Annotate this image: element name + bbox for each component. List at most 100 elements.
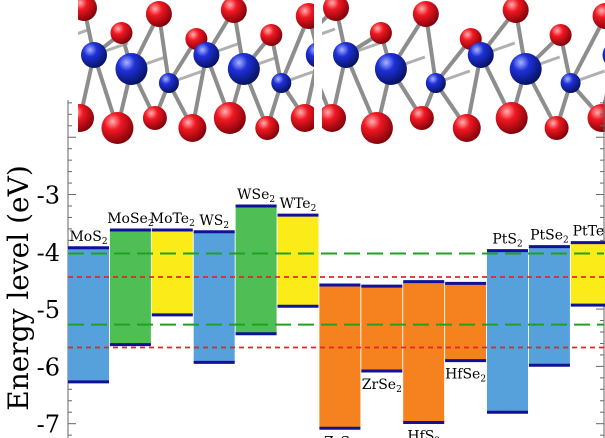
- material-subscript: 2: [223, 221, 229, 231]
- material-label: HfS2: [407, 429, 440, 438]
- material-label: PtSe2: [530, 228, 569, 246]
- metal-atom: [81, 42, 107, 68]
- chalcogen-atom: [322, 104, 346, 132]
- band-bar: [570, 242, 605, 306]
- metal-atom: [560, 73, 581, 93]
- chalcogen-atom: [549, 24, 572, 46]
- material-subscript: 2: [189, 219, 195, 229]
- metal-atom: [115, 53, 148, 85]
- material-label: HfSe2: [445, 367, 486, 385]
- material-label: PtS2: [492, 232, 522, 250]
- material-subscript: 2: [563, 236, 569, 246]
- material-label: MoSe2: [107, 211, 153, 229]
- material-subscript: 2: [480, 375, 486, 385]
- chalcogen-atom: [323, 0, 349, 21]
- material-label: MoTe2: [150, 211, 195, 229]
- chalcogen-atom: [495, 102, 528, 134]
- metal-atom: [227, 53, 260, 85]
- metal-atom: [374, 53, 407, 85]
- chalcogen-atom: [409, 106, 434, 130]
- material-name: PtSe: [530, 228, 563, 244]
- band-bar: [151, 230, 193, 315]
- material-name: WTe: [280, 196, 311, 212]
- y-tick-label: -3: [37, 182, 60, 210]
- reference-lines: [68, 252, 604, 349]
- material-name: ZrSe: [362, 377, 396, 393]
- chalcogen-atom: [452, 114, 481, 142]
- metal-atom: [271, 73, 292, 93]
- band-bar: [445, 283, 487, 361]
- material-name: MoTe: [150, 211, 189, 227]
- y-tick-label: -4: [37, 239, 60, 267]
- chalcogen-atom: [110, 22, 133, 44]
- band-bar: [528, 246, 570, 366]
- y-axis-label: Energy level (eV): [2, 165, 35, 410]
- material-subscript: 2: [148, 219, 154, 229]
- chalcogen-atom: [592, 3, 605, 29]
- material-subscript: 2: [102, 237, 108, 247]
- bond: [78, 27, 92, 36]
- band-bar: [487, 250, 528, 413]
- chalcogen-atom: [295, 3, 314, 29]
- band-bar: [109, 230, 151, 345]
- chalcogen-atom: [78, 0, 97, 21]
- chalcogen-atom: [178, 114, 207, 142]
- crystal-structure-image: [0, 0, 605, 150]
- band-bar: [319, 285, 361, 429]
- metal-atom: [467, 42, 494, 68]
- chalcogen-atom: [213, 102, 246, 134]
- chalcogen-atom: [544, 116, 569, 140]
- chalcogen-atom: [260, 24, 283, 46]
- material-label: ZrSe2: [362, 377, 402, 395]
- metal-atom: [425, 73, 446, 93]
- metal-atom: [305, 42, 314, 68]
- material-name: MoSe: [107, 211, 148, 227]
- chalcogen-atom: [412, 1, 439, 27]
- material-label: WS2: [199, 213, 229, 231]
- material-subscript: 2: [311, 204, 317, 214]
- chalcogen-atom: [145, 1, 172, 27]
- chalcogen-atom: [78, 104, 94, 132]
- material-name: HfSe: [445, 367, 480, 383]
- chalcogen-atom: [502, 0, 529, 23]
- material-subscript: 2: [396, 385, 402, 395]
- chalcogen-atom: [142, 106, 167, 130]
- chalcogen-atom: [255, 116, 280, 140]
- chalcogen-atom: [369, 22, 392, 44]
- band-bar: [193, 231, 235, 363]
- bond: [322, 27, 336, 36]
- y-tick-label: -7: [37, 411, 60, 438]
- material-label: ZrS2: [324, 434, 356, 438]
- metal-atom: [333, 42, 359, 68]
- structure-panel: [78, 0, 314, 144]
- material-label: WTe2: [280, 196, 317, 214]
- metal-atom: [602, 47, 605, 63]
- material-subscript: 2: [434, 437, 440, 438]
- material-subscript: 2: [269, 195, 275, 205]
- material-name: PtS: [492, 232, 517, 248]
- chalcogen-atom: [587, 104, 605, 132]
- chalcogen-atom: [101, 112, 134, 144]
- material-label: MoS2: [69, 229, 107, 247]
- material-label: PtTe2: [573, 224, 605, 242]
- y-tick-label: -5: [37, 296, 60, 324]
- metal-atom: [158, 73, 179, 93]
- band-bar: [277, 215, 319, 307]
- metal-atom: [193, 42, 220, 68]
- chalcogen-atom: [360, 112, 393, 144]
- material-name: HfS: [407, 429, 434, 438]
- structure-panel: [322, 0, 605, 144]
- material-label: WSe2: [237, 187, 275, 205]
- chalcogen-atom: [290, 104, 314, 132]
- material-subscript: 2: [517, 240, 523, 250]
- band-bar: [361, 286, 403, 371]
- y-tick-label: -6: [37, 353, 60, 381]
- material-name: ZrS: [324, 434, 350, 438]
- band-bar: [235, 205, 277, 334]
- material-labels: MoS2MoSe2MoTe2WS2WSe2WTe2ZrS2ZrSe2HfS2Hf…: [69, 187, 605, 438]
- material-name: PtTe: [573, 224, 605, 240]
- metal-atom: [509, 53, 542, 85]
- material-name: MoS: [69, 229, 101, 245]
- band-bar: [403, 281, 445, 423]
